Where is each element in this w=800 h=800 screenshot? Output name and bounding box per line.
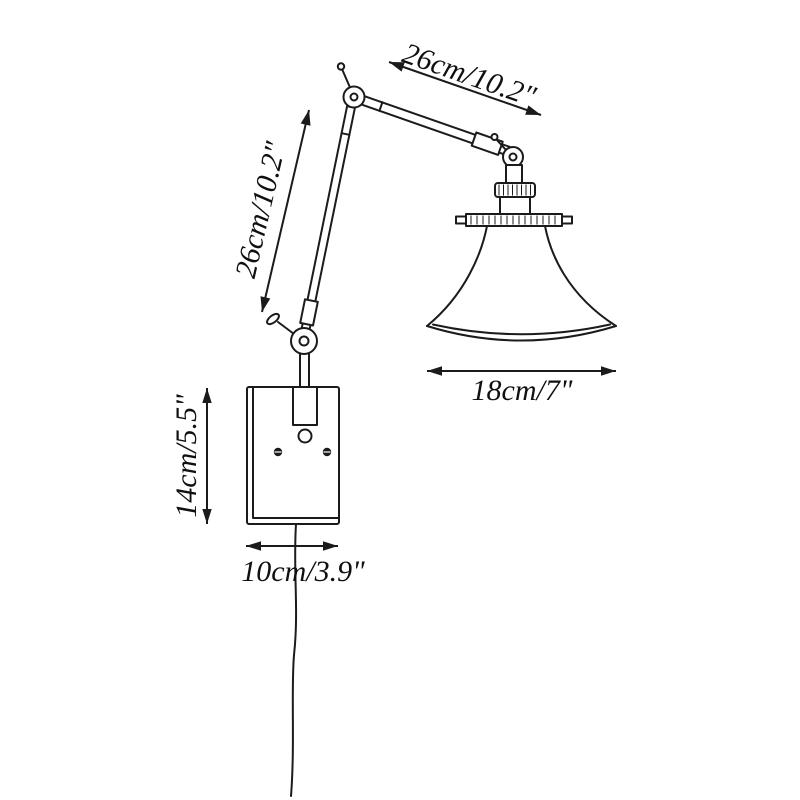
wing-screw-icon [266,312,280,326]
shade-fitter [455,213,573,227]
dim-label-backplate-height: 14cm/5.5" [170,394,203,518]
dimension-lower-arm: 26cm/10.2" [229,109,311,313]
dim-label-upper-arm: 26cm/10.2" [398,37,540,114]
lower-arm-ferrule [299,298,319,327]
arrowhead-icon [300,110,311,126]
arrowhead-icon [427,366,442,376]
knurl-texture-cap [498,184,531,196]
elbow-joint [336,62,366,109]
dimension-upper-arm: 26cm/10.2" [388,37,542,116]
upper-arm [359,94,511,157]
dimension-shade-width: 18cm/7" [427,366,616,407]
dimension-backplate-height: 14cm/5.5" [170,388,212,524]
socket-joint [490,133,524,168]
plate-knob-icon [297,428,313,444]
arrowhead-icon [525,105,541,115]
lower-arm [299,105,356,334]
socket-screw-icon [490,133,499,141]
wall-plate-edge [252,386,340,519]
fitter-screw-left-icon [455,215,467,225]
arrowhead-icon [389,62,405,72]
arrowhead-icon [202,509,212,524]
dim-label-backplate-width: 10cm/3.9" [241,555,365,588]
knurl-texture-collar [470,215,556,225]
elbow-pin-icon [336,62,346,71]
arrowhead-icon [323,541,338,551]
knurled-cap [494,182,536,198]
fitter-screw-right-icon [561,215,573,225]
arrowhead-icon [260,296,271,312]
lamp-shade [426,225,617,342]
stem [299,351,310,388]
arrowhead-icon [246,541,261,551]
shade-rim-inner [432,323,611,336]
plate-stem-mount [292,386,318,426]
dim-label-shade-width: 18cm/7" [472,374,573,407]
arrowhead-icon [601,366,616,376]
dimension-backplate-width: 10cm/3.9" [241,541,365,588]
arrowhead-icon [202,388,212,403]
lamp-socket [494,164,536,215]
power-cord [290,523,298,797]
wall-plate [246,386,340,525]
dim-label-lower-arm: 26cm/10.2" [229,138,293,281]
